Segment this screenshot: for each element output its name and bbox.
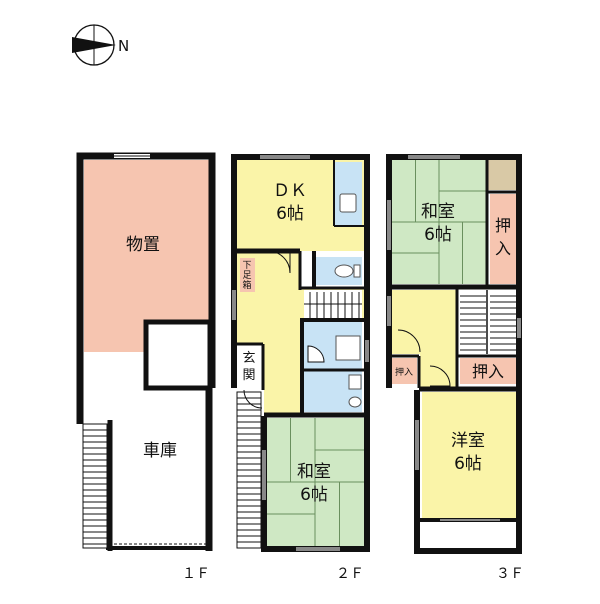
room-label-garage: 車庫 (143, 441, 177, 461)
closet-vertical (490, 194, 516, 284)
closet-vertical-char-1: 押 (495, 216, 511, 235)
closet-small (392, 358, 417, 384)
floor-1f: 物置 車庫 １Ｆ (76, 152, 216, 582)
entrance-2f (237, 344, 263, 384)
tatami-2f (266, 418, 364, 546)
room-yoshitsu (422, 392, 516, 518)
exterior-stair-2f (236, 391, 262, 549)
closet-horizontal (460, 358, 516, 384)
stair-3f-steps (460, 290, 516, 354)
stair-shaft-1f (147, 323, 209, 388)
floor-label-1f: １Ｆ (182, 566, 210, 582)
room-size-washitsu-3f: 6帖 (424, 225, 452, 245)
entrance-char-1: 玄 (242, 351, 255, 366)
hallway-3f (392, 290, 456, 388)
floor-2f: ＤＫ 6帖 下 足 箱 玄 関 和室 6帖 ２Ｆ (231, 154, 370, 582)
floor-label-2f: ２Ｆ (336, 566, 364, 582)
room-label-yoshitsu: 洋室 (451, 431, 485, 451)
room-size-yoshitsu: 6帖 (454, 454, 482, 474)
room-size-washitsu-2f: 6帖 (300, 485, 328, 505)
north-arrow-icon: N (72, 24, 129, 66)
tokonoma (488, 160, 516, 190)
exterior-stair-1f (82, 423, 108, 549)
room-label-washitsu-3f: 和室 (421, 202, 455, 222)
closet-vertical-char-2: 入 (495, 239, 511, 258)
room-label-washitsu-2f: 和室 (297, 462, 331, 482)
room-label-dk: ＤＫ (273, 181, 307, 201)
shoe-box-char-3: 箱 (242, 279, 251, 291)
shoe-box (240, 258, 255, 292)
shoe-box-char-2: 足 (242, 270, 251, 281)
stair-2f-steps (304, 292, 362, 318)
floor-3f: 和室 6帖 押 入 押入 押入 洋室 6帖 ３Ｆ (386, 154, 524, 582)
room-garage (84, 352, 209, 547)
entrance-char-2: 関 (242, 368, 255, 383)
compass-label: N (118, 37, 129, 55)
floor-label-3f: ３Ｆ (496, 566, 524, 582)
room-size-dk: 6帖 (276, 204, 304, 224)
shoe-box-char-1: 下 (242, 261, 251, 271)
room-storage (84, 160, 209, 352)
room-label-storage: 物置 (126, 235, 160, 255)
closet-horizontal-label: 押入 (472, 362, 504, 381)
closet-small-label: 押入 (395, 366, 413, 378)
tatami-3f (392, 160, 486, 284)
balcony-3f (420, 522, 516, 548)
